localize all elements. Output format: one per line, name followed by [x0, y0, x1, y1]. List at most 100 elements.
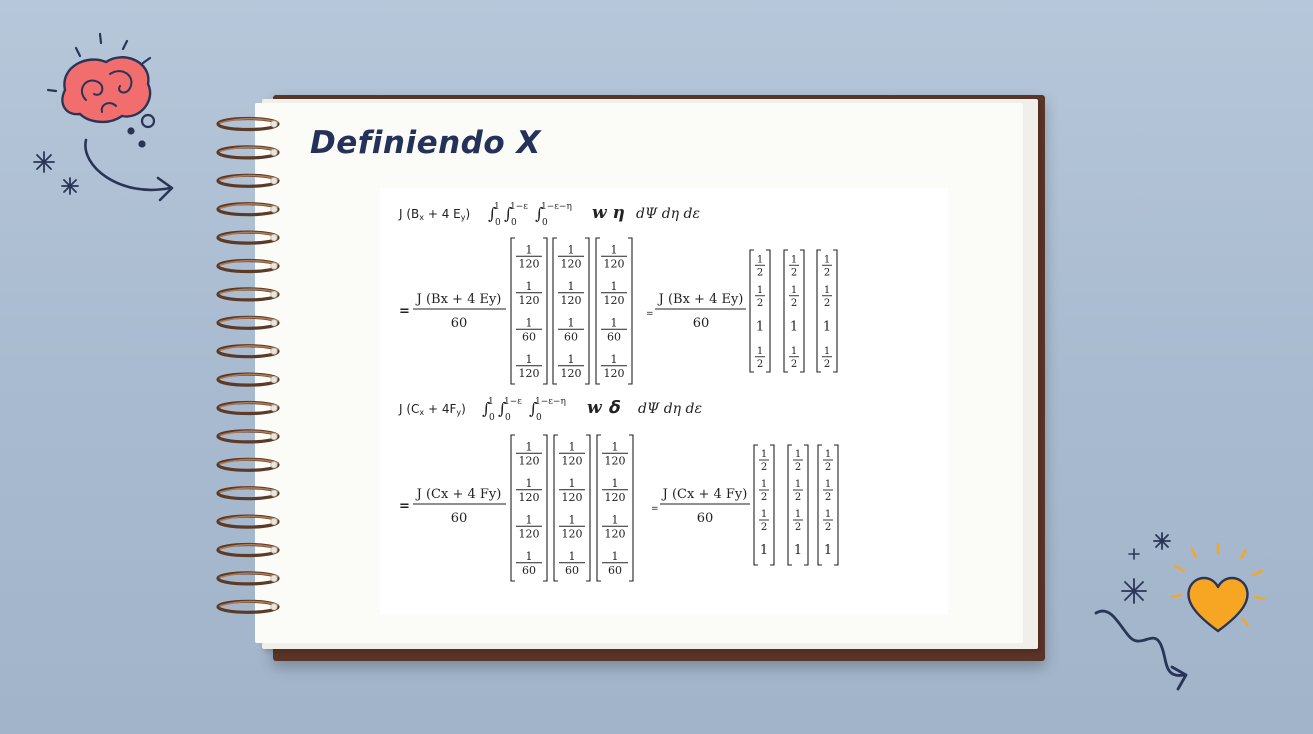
spiral-ring	[216, 116, 280, 132]
spiral-ring	[216, 287, 280, 302]
vector-denominator: 2	[795, 522, 801, 533]
vector-denominator: 2	[825, 462, 831, 473]
vector-numerator: 1	[757, 346, 763, 357]
vector-numerator: 1	[526, 280, 533, 293]
integrand: 𝒘 𝝳	[587, 398, 621, 418]
vector-numerator: 1	[526, 243, 533, 256]
vector-entry: 1	[756, 319, 764, 334]
vector-numerator: 1	[526, 513, 533, 526]
limit-upper: 1	[494, 202, 500, 212]
curved-arrow-icon	[84, 138, 172, 192]
fraction-denominator: 60	[693, 316, 710, 331]
limit-upper: 1−ε	[510, 202, 528, 212]
vector-numerator: 1	[611, 243, 618, 256]
vector-denominator: 60	[607, 330, 621, 343]
vector-denominator: 120	[519, 491, 540, 504]
line1-mid: + 4 E	[424, 207, 461, 221]
vector-numerator: 1	[611, 316, 618, 329]
vector-numerator: 1	[825, 509, 831, 520]
right-bracket	[770, 444, 775, 566]
spiral-ring	[216, 315, 280, 330]
vector-numerator: 1	[526, 477, 533, 490]
line1-sub-y: y	[461, 213, 466, 222]
spiral-ring	[216, 372, 280, 387]
integral-sign: ∫	[535, 204, 543, 223]
vector-denominator: 2	[824, 298, 830, 309]
left-bracket	[787, 444, 792, 566]
fraction-numerator: J (Bx + 4 Ey)	[415, 292, 502, 307]
vector-numerator: 1	[824, 285, 830, 296]
vector-numerator: 1	[611, 280, 618, 293]
spiral-ring	[216, 429, 280, 444]
spiral-ring	[216, 514, 280, 529]
left-bracket	[552, 237, 557, 385]
vector-denominator: 2	[761, 492, 767, 503]
vector-denominator: 2	[761, 462, 767, 473]
vector-numerator: 1	[795, 509, 801, 520]
vector-numerator: 1	[526, 440, 533, 453]
vector-denominator: 120	[605, 491, 626, 504]
spiral-ring	[216, 202, 280, 217]
vector-numerator: 1	[569, 440, 576, 453]
vector-denominator: 2	[757, 298, 763, 309]
left-bracket	[783, 249, 788, 373]
vector-denominator: 120	[561, 367, 582, 380]
svg-text:J (Bx + 4 Ey): J (Bx + 4 Ey)	[398, 207, 470, 222]
vector-numerator: 1	[526, 550, 533, 563]
spiral-ring	[216, 486, 280, 501]
star-icon	[61, 177, 79, 195]
vector-numerator: 1	[612, 440, 619, 453]
vector-denominator: 120	[605, 527, 626, 540]
limit-lower: 0	[489, 413, 495, 423]
vector-numerator: 1	[795, 479, 801, 490]
vector-numerator: 1	[526, 353, 533, 366]
fraction-denominator: 60	[451, 511, 468, 526]
line2-close: )	[461, 402, 466, 416]
left-bracket	[510, 434, 515, 582]
vector-denominator: 2	[795, 462, 801, 473]
limit-upper: 1	[488, 397, 494, 407]
vector-numerator: 1	[824, 346, 830, 357]
right-bracket	[766, 249, 771, 373]
fraction-numerator: J (Cx + 4 Fy)	[415, 487, 502, 502]
vector-numerator: 1	[568, 280, 575, 293]
star-icon	[1121, 578, 1147, 604]
line1-prefix: J (B	[398, 207, 419, 221]
spiral-ring	[216, 571, 280, 586]
vector-numerator: 1	[569, 550, 576, 563]
vector-denominator: 60	[522, 564, 536, 577]
vector-denominator: 2	[791, 267, 797, 278]
integral-sign: ∫	[482, 399, 490, 418]
vector-denominator: 120	[604, 367, 625, 380]
vector-denominator: 2	[791, 359, 797, 370]
vector-denominator: 2	[824, 359, 830, 370]
limit-lower: 0	[505, 413, 511, 423]
left-bracket	[553, 434, 558, 582]
limit-upper: 1−ε	[504, 397, 522, 407]
fraction-denominator: 60	[451, 316, 468, 331]
star-icon	[33, 151, 55, 173]
integrand: 𝒘 η	[592, 203, 625, 223]
vector-denominator: 120	[561, 294, 582, 307]
vector-numerator: 1	[791, 285, 797, 296]
spiral-ring	[216, 173, 280, 188]
arrow-head-icon	[156, 176, 174, 202]
line2-mid: + 4F	[424, 402, 456, 416]
limit-upper: 1−ε−η	[535, 397, 566, 407]
integral-expression-2: J (Cx + 4Fy) ∫ 1 0 ∫ 1−ε 0 ∫ 1−ε−η 0 𝒘 𝝳…	[398, 397, 702, 423]
left-bracket	[510, 237, 515, 385]
integral-sign: ∫	[504, 204, 512, 223]
vector-denominator: 60	[522, 330, 536, 343]
left-bracket	[817, 444, 822, 566]
vector-entry: 1	[794, 543, 802, 558]
vector-denominator: 120	[519, 454, 540, 467]
vector-numerator: 1	[526, 316, 533, 329]
vector-denominator: 120	[562, 454, 583, 467]
